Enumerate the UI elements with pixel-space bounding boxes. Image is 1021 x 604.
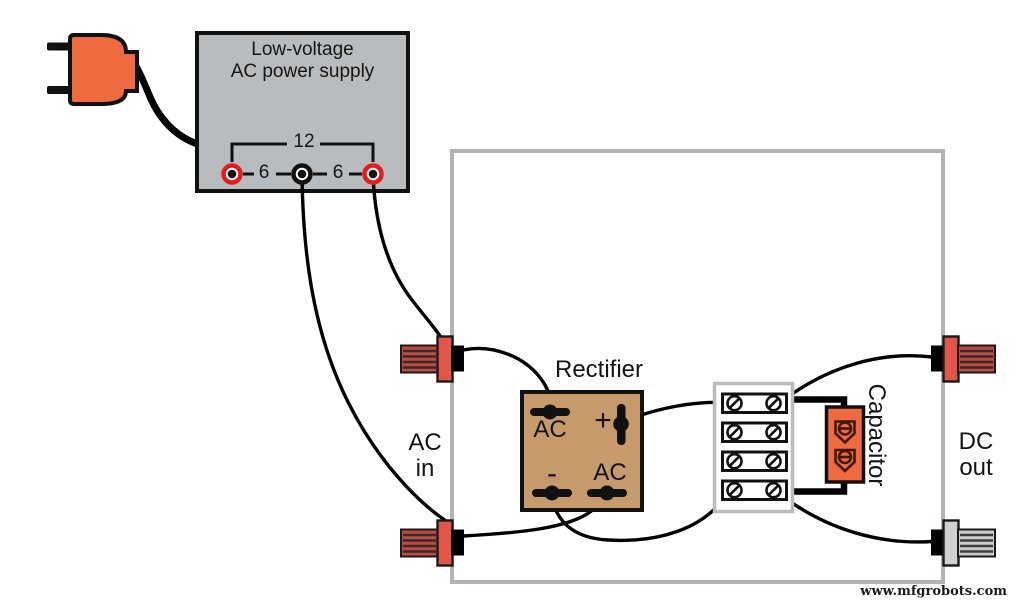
capacitor-component: [824, 405, 866, 484]
ac-in-label-line2: in: [415, 454, 435, 482]
bracket-right: [320, 142, 375, 162]
post-ribs: [960, 349, 993, 369]
voltage-label-6-left: 6: [258, 162, 270, 183]
voltage-label-6-right: 6: [332, 162, 344, 183]
post-barrel: [942, 519, 960, 567]
bracket-left: [230, 142, 287, 162]
dc-out-post-top: [931, 335, 996, 383]
plug-prong-bottom: [47, 86, 72, 94]
post-ribs: [960, 533, 993, 553]
rectifier-lug-minus-dot: [544, 485, 560, 501]
supply-terminal-dot-right: [368, 169, 378, 179]
wire-strip-to-dc-out-bottom: [784, 497, 934, 544]
rectifier-lug-ac-bottom-dot: [599, 485, 615, 501]
wire-supply-center-to-ac-in-bottom: [300, 173, 448, 523]
dc-out-label-line2: out: [959, 454, 993, 481]
jumper-strip-to-capacitor-bottom: [786, 481, 848, 495]
power-supply-label-line2: AC power supply: [230, 60, 375, 82]
wire-supply-right-to-ac-in-top: [371, 174, 444, 341]
post-contact: [451, 529, 464, 556]
rectifier-component: [520, 390, 644, 512]
rectifier-minus-label: -: [547, 457, 557, 490]
ac-in-post-top: [400, 335, 464, 383]
post-ribs: [403, 533, 436, 553]
post-barrel: [436, 519, 454, 567]
dc-out-post-bottom: [931, 519, 996, 567]
plug-body: [68, 33, 139, 106]
post-ribs: [403, 349, 436, 369]
strip-screw-slots: [729, 397, 779, 496]
dc-out-label: DC out: [944, 429, 1008, 481]
post-contact: [931, 529, 944, 556]
post-barrel: [436, 335, 454, 383]
watermark: www.mfgrobots.com: [860, 584, 1007, 599]
rectifier-lug-plus-dot: [613, 416, 629, 432]
post-contact: [931, 345, 944, 372]
plug-prong-top: [47, 42, 72, 51]
rectifier-ac-bottom-label: AC: [593, 459, 627, 486]
voltage-label-12: 12: [293, 131, 315, 152]
ac-in-label: AC in: [390, 430, 460, 481]
wire-strip-to-dc-out-top: [784, 354, 934, 400]
supply-terminal-dot-center: [297, 169, 307, 179]
power-supply-terminals: [221, 163, 384, 185]
dc-out-label-line1: DC: [958, 428, 994, 455]
power-supply-label: Low-voltage AC power supply: [197, 39, 408, 82]
capacitor-terminal-icon: [834, 448, 856, 473]
terminal-voltage-lines: [230, 142, 375, 176]
rectifier-label: Rectifier: [554, 356, 644, 383]
rectifier-plus-label: +: [594, 404, 612, 437]
supply-terminal-dot-left: [227, 169, 237, 179]
plug-cable-wire: [132, 62, 204, 149]
power-supply-label-line1: Low-voltage: [251, 39, 354, 60]
rectifier-lug-ac-top-dot: [542, 404, 558, 420]
wire-rectifier-minus-to-strip: [550, 493, 727, 543]
capacitor-label: Capacitor: [863, 383, 890, 487]
ac-plug-icon: [47, 33, 139, 106]
rectifier-ac-top-label: AC: [533, 416, 567, 443]
terminal-strip: [712, 381, 795, 514]
project-board-outline: [450, 149, 945, 584]
capacitor-terminal-icon: [834, 420, 856, 445]
post-contact: [451, 345, 464, 372]
post-barrel: [942, 335, 960, 383]
ac-in-label-line1: AC: [408, 429, 442, 456]
ac-in-post-bottom: [400, 519, 464, 567]
